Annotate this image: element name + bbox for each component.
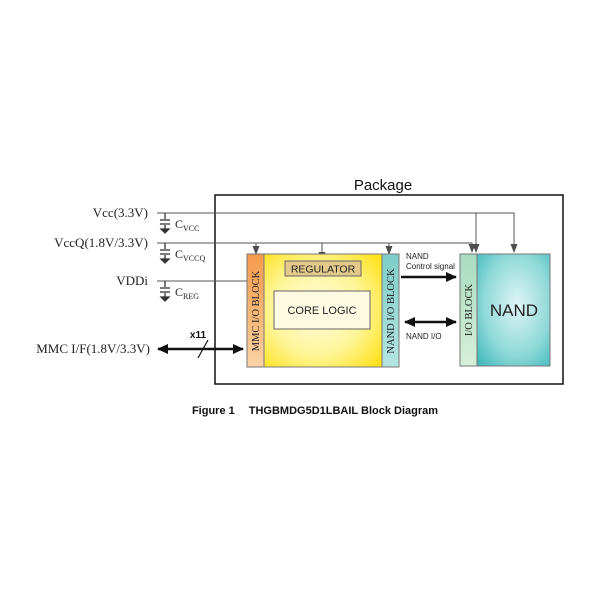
core-logic-block — [273, 290, 371, 330]
vddi-label: VDDi — [116, 273, 148, 288]
nand-control-label-2: Control signal — [406, 262, 455, 271]
mmc-io-block — [246, 253, 265, 368]
nand-io-block-label: NAND I/O BLOCK — [386, 268, 397, 354]
mmc-io-block-label: MMC I/O BLOCK — [251, 270, 262, 351]
bus-slash — [197, 339, 209, 359]
cvccq-label: CVCCQ — [175, 247, 205, 263]
nand-control-label-1: NAND — [406, 252, 429, 261]
nand-io-label: NAND I/O — [406, 332, 442, 341]
capacitor-creg — [159, 281, 171, 302]
package-title: Package — [354, 177, 412, 194]
cvcc-label: CVCC — [175, 217, 199, 233]
vccq-label: VccQ(1.8V/3.3V) — [54, 235, 148, 250]
capacitor-cvccq — [159, 243, 171, 264]
mmc-if-label: MMC I/F(1.8V/3.3V) — [36, 341, 150, 356]
nand-side-io-label: I/O BLOCK — [464, 283, 475, 336]
creg-label: CREG — [175, 285, 199, 301]
nand-io-block — [381, 253, 400, 368]
nand-array — [476, 253, 551, 367]
capacitor-cvcc — [159, 213, 171, 234]
nand-side-io-block — [459, 253, 478, 367]
nand-label: NAND — [490, 301, 538, 320]
vcc-label: Vcc(3.3V) — [93, 205, 148, 220]
vcc-line — [157, 212, 518, 253]
regulator-block — [284, 260, 362, 277]
core-logic-label: CORE LOGIC — [287, 305, 356, 317]
bus-width-label: x11 — [190, 330, 207, 341]
package-outline — [214, 194, 564, 385]
regulator-label: REGULATOR — [291, 264, 356, 276]
